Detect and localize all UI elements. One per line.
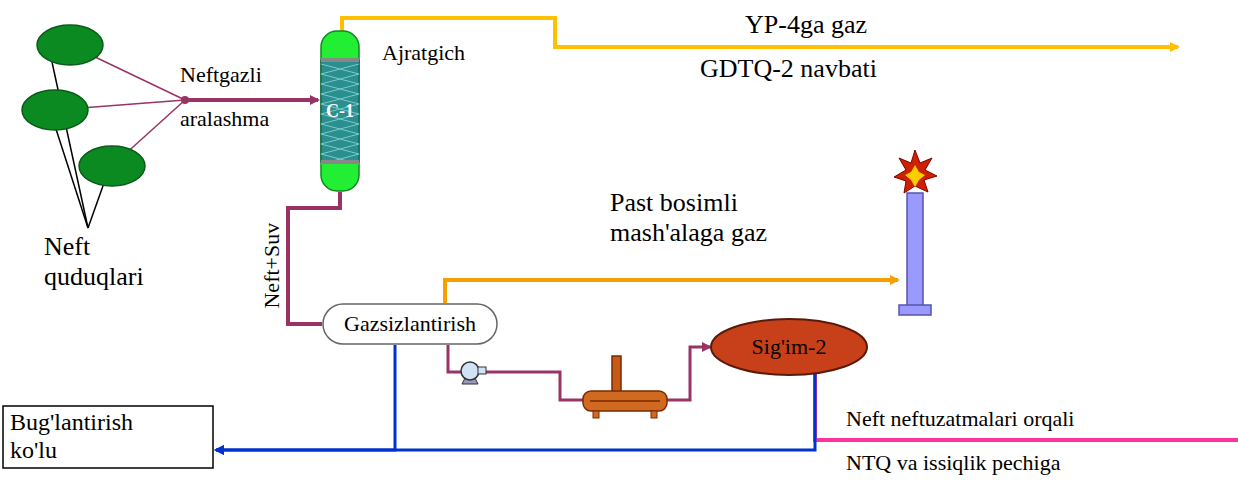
pump-symbol [461, 362, 486, 384]
product-line [815, 374, 1238, 440]
node-text: Sig'im-2 [752, 334, 827, 360]
flow-connector [288, 192, 340, 324]
node-text: Gazsizlantirish [344, 311, 476, 337]
text-label: YP-4ga gaz [745, 10, 867, 40]
flow-connector [448, 345, 710, 400]
node-text: C-1 [326, 101, 354, 122]
oil-well [22, 25, 145, 186]
tank-ellipse: Sig'im-2 [710, 318, 868, 376]
feed-arrow [185, 98, 318, 102]
heater-symbol [583, 356, 667, 418]
edge-label: Neft+Suv [259, 223, 284, 309]
text-label: aralashma [180, 106, 269, 131]
flow-connector [216, 345, 395, 450]
pond-box: Bug'lantirish ko'lu [2, 405, 214, 469]
flow-connector [216, 373, 815, 450]
separator-vessel: C-1 [320, 30, 360, 192]
process-box: Gazsizlantirish [322, 303, 498, 345]
flare-stack [894, 150, 937, 315]
flare-gas-line [445, 280, 898, 303]
text-label: Past bosimli mash'alaga gaz [610, 188, 815, 248]
text-label: NTQ va issiqlik pechiga [846, 450, 1060, 475]
node-text: Bug'lantirish ko'lu [10, 409, 160, 464]
well-pointer-lines [52, 62, 104, 228]
text-label: Neftgazli [180, 62, 262, 87]
text-label: Ajratgich [382, 40, 465, 65]
text-label: GDTQ-2 navbati [700, 54, 877, 84]
text-label: Neft quduqlari [44, 232, 184, 292]
text-label: Neft neftuzatmalari orqali [846, 406, 1074, 431]
